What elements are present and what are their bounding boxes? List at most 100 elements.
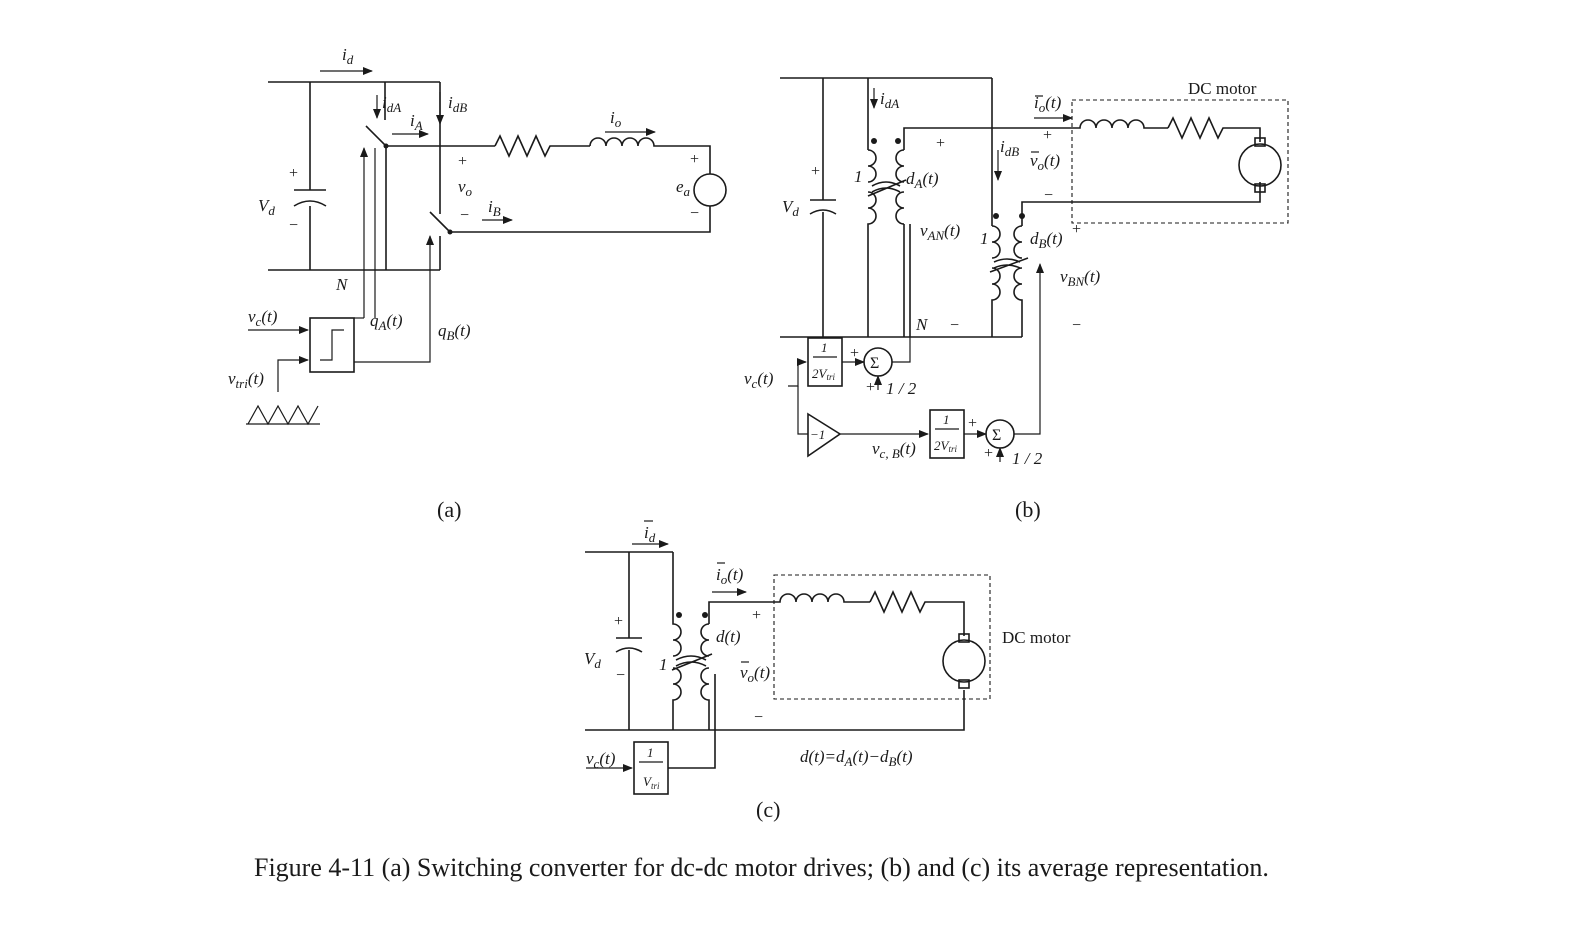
qb-label: qB(t) bbox=[438, 321, 471, 343]
xfmr-b-ratio: 1 bbox=[980, 229, 989, 248]
van-minus: − bbox=[950, 317, 959, 334]
motor-inductor bbox=[1072, 119, 1168, 129]
vd-plus: + bbox=[811, 163, 820, 180]
comparator-block bbox=[309, 317, 355, 373]
xfmr-b-primary-coil bbox=[991, 225, 1001, 337]
xfmr-a-ratio: 1 bbox=[854, 167, 863, 186]
motor-resistor bbox=[869, 590, 965, 636]
gain-b-num: 1 bbox=[943, 412, 950, 427]
switch-b-blade bbox=[429, 211, 451, 233]
da-label: dA(t) bbox=[906, 169, 939, 191]
triangle-wave-icon bbox=[246, 404, 320, 426]
resistor-a bbox=[494, 134, 590, 158]
vo-minus: − bbox=[1044, 187, 1053, 204]
xfmr-b-core bbox=[989, 257, 1029, 273]
figure-caption: Figure 4-11 (a) Switching converter for … bbox=[254, 853, 1269, 882]
xfmr-primary-coil bbox=[672, 552, 682, 730]
vo-label: vo(t) bbox=[740, 663, 770, 685]
xfmr-a-dot-secondary bbox=[895, 138, 901, 144]
dc-motor-box bbox=[1071, 99, 1289, 224]
idb-label: idB bbox=[1000, 137, 1019, 159]
sum-b-plus2: + bbox=[984, 445, 993, 462]
qb-signal bbox=[354, 235, 434, 363]
xfmr-a-secondary-coil bbox=[895, 149, 905, 225]
vbn-label: vBN(t) bbox=[1060, 267, 1101, 289]
panel-a-switching-converter: + − Vd id idA iA idB io + vo − iB + − ea… bbox=[228, 45, 727, 522]
id-label: id bbox=[644, 523, 656, 545]
vc-input bbox=[788, 358, 807, 387]
gain-b-den: 2Vtri bbox=[934, 438, 957, 454]
capacitor-plate-bottom bbox=[615, 647, 643, 653]
sum-a-plus1: + bbox=[850, 345, 859, 362]
vd-label: Vd bbox=[782, 197, 799, 219]
id-label: id bbox=[342, 45, 354, 67]
inverter-gain bbox=[807, 412, 842, 458]
vbn-plus: + bbox=[1072, 221, 1081, 238]
xfmr-control-lead bbox=[668, 674, 716, 769]
panel-c-simplified-average-model: + − Vd id 1 d(t) io(t) + vo(t) − DC moto… bbox=[584, 520, 1071, 822]
duty-relation: d(t)=dA(t)−dB(t) bbox=[800, 747, 913, 769]
xfmr-a-out bbox=[903, 127, 1072, 150]
gain-den: Vtri bbox=[643, 774, 660, 791]
inverter-label: −1 bbox=[810, 427, 825, 442]
half-a-label: 1 / 2 bbox=[886, 379, 917, 398]
xfmr-core bbox=[671, 653, 713, 671]
idb-label: idB bbox=[448, 93, 467, 115]
motor-inductor bbox=[774, 593, 870, 603]
vd-minus: − bbox=[616, 667, 625, 684]
vd-label: Vd bbox=[258, 196, 275, 218]
vtri-label: vtri(t) bbox=[228, 369, 264, 391]
vo-label: vo bbox=[458, 177, 473, 199]
vd-label: Vd bbox=[584, 649, 601, 671]
sum-b-sigma: Σ bbox=[992, 427, 1001, 444]
motor-brush-top bbox=[958, 633, 970, 643]
vo-plus: + bbox=[458, 153, 467, 170]
xfmr-b-secondary-coil bbox=[1013, 225, 1023, 337]
ia-label: iA bbox=[410, 111, 423, 133]
ida-label: idA bbox=[382, 93, 401, 115]
motor-brush-top bbox=[1254, 137, 1266, 147]
xfmr-b-out bbox=[1021, 182, 1261, 226]
motor-brush-bottom bbox=[1254, 183, 1266, 193]
sum-b-plus1: + bbox=[968, 415, 977, 432]
dc-motor-label: DC motor bbox=[1002, 628, 1071, 647]
xfmr-dot-primary bbox=[676, 612, 682, 618]
xfmr-dot-secondary bbox=[702, 612, 708, 618]
panel-c-tag: (c) bbox=[756, 797, 780, 822]
xfmr-ratio: 1 bbox=[659, 655, 668, 674]
comparator-symbol bbox=[320, 329, 344, 361]
capacitor-plate-bottom bbox=[293, 200, 327, 207]
xfmr-out bbox=[708, 601, 774, 624]
motor-brush-bottom bbox=[958, 679, 970, 689]
db-label: dB(t) bbox=[1030, 229, 1063, 251]
io-label: io(t) bbox=[716, 565, 744, 587]
emf-return bbox=[450, 206, 711, 233]
van-plus: + bbox=[936, 135, 945, 152]
vd-plus: + bbox=[289, 165, 298, 182]
vo-minus: − bbox=[460, 207, 469, 224]
xfmr-a-core bbox=[867, 179, 907, 197]
ib-label: iB bbox=[488, 197, 501, 219]
node-n-label: N bbox=[335, 275, 349, 294]
motor-resistor bbox=[1167, 116, 1261, 142]
panel-b-tag: (b) bbox=[1015, 497, 1041, 522]
vo-minus: − bbox=[754, 709, 763, 726]
ea-label: ea bbox=[676, 177, 691, 199]
half-b-label: 1 / 2 bbox=[1012, 449, 1043, 468]
node-n-label: N bbox=[915, 315, 929, 334]
vtri-input bbox=[277, 356, 309, 392]
inductor-a bbox=[589, 137, 694, 147]
gain-a-num: 1 bbox=[821, 340, 828, 355]
dc-motor-label: DC motor bbox=[1188, 79, 1257, 98]
xfmr-secondary-coil bbox=[700, 623, 710, 730]
ea-plus: + bbox=[690, 151, 699, 168]
vd-minus: − bbox=[289, 217, 298, 234]
panel-b-average-model: + Vd idA 1 dA(t) + vAN(t) N − idB 1 dB(t… bbox=[744, 77, 1289, 522]
vo-plus: + bbox=[752, 607, 761, 624]
gain-num: 1 bbox=[647, 745, 654, 760]
sum-b-out bbox=[1014, 263, 1044, 435]
vbn-minus: − bbox=[1072, 317, 1081, 334]
emf-lead bbox=[694, 145, 711, 174]
sum-a-plus2: + bbox=[866, 379, 875, 396]
